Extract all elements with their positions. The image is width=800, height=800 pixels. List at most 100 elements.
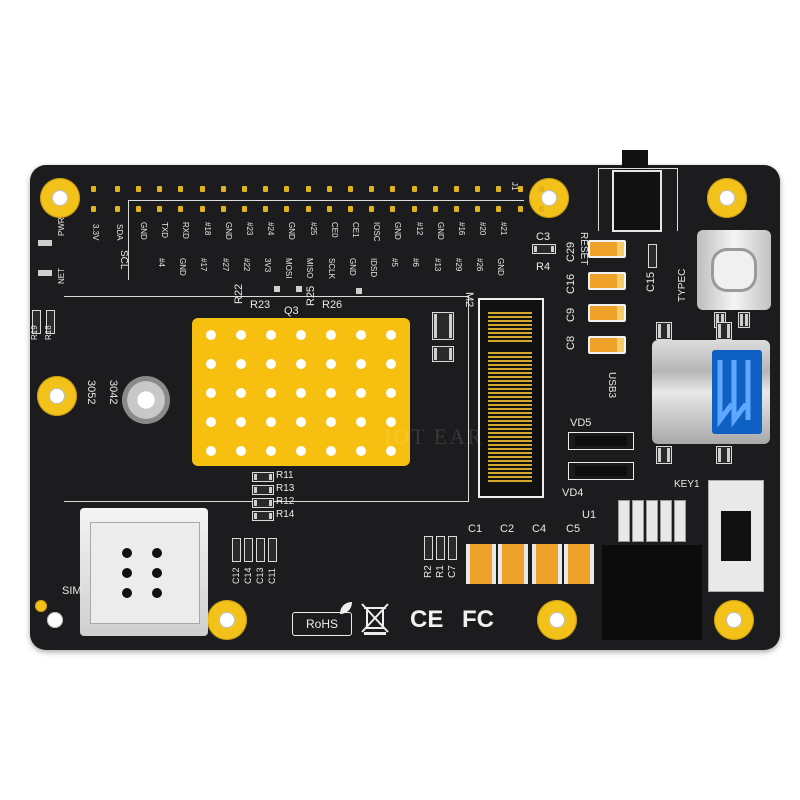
heatsink-dot — [266, 417, 276, 427]
heatsink-dot — [236, 359, 246, 369]
gpio-label: GND — [223, 222, 233, 240]
heatsink-dot — [236, 388, 246, 398]
gpio-label: MOSI — [284, 258, 294, 279]
gpio-pin — [348, 206, 353, 212]
gpio-pin — [326, 186, 332, 192]
aux-pin — [115, 186, 120, 192]
heatsink-dot — [266, 446, 276, 456]
heatsink-dot — [206, 330, 216, 340]
label-reset: RESET — [578, 232, 589, 266]
heatsink-dot — [296, 359, 306, 369]
heatsink-dot — [386, 417, 396, 427]
rohs-logo: RoHS — [292, 612, 352, 636]
label-r19: R19 — [30, 325, 39, 340]
gpio-pin — [390, 186, 396, 192]
gpio-pin — [369, 186, 375, 192]
usb3-tab — [716, 446, 732, 464]
heatsink-dot — [236, 446, 246, 456]
label-r1: R1 — [435, 565, 446, 578]
label-pwr: PWR — [57, 217, 66, 236]
gpio-label: #12 — [414, 222, 424, 236]
cap-c4 — [532, 544, 562, 584]
label-vd5: VD5 — [570, 417, 592, 429]
label-net: NET — [57, 268, 66, 284]
gpio-label: GND — [287, 222, 297, 240]
heatsink-dot — [356, 359, 366, 369]
label-c29: C29 — [565, 241, 577, 262]
gpio-label: IDSD — [369, 258, 378, 278]
mounting-hole-bottom-left — [35, 600, 63, 628]
cap-c15 — [648, 244, 657, 268]
watermark: IOT EAR — [384, 424, 484, 449]
resistor-r2 — [424, 536, 433, 560]
label-r4: R4 — [536, 261, 551, 273]
gpio-label: #6 — [411, 258, 421, 267]
reset-button[interactable] — [612, 170, 662, 232]
label-c2: C2 — [500, 523, 515, 535]
heatsink — [192, 318, 410, 466]
label-sim: SIM — [62, 585, 82, 597]
key1-switch[interactable] — [708, 480, 764, 592]
gpio-label: CE0 — [329, 222, 339, 238]
gpio-label: #24 — [266, 222, 276, 236]
heatsink-dot — [326, 446, 336, 456]
u1-pin — [674, 500, 686, 542]
gpio-pin — [475, 206, 481, 212]
usb-typec-port[interactable] — [697, 230, 771, 310]
sim-card-slot[interactable] — [80, 508, 208, 636]
gpio-pin — [390, 206, 396, 212]
m2-connector[interactable] — [478, 298, 544, 498]
heatsink-dot — [356, 388, 366, 398]
label-c5: C5 — [566, 523, 581, 535]
label-q3: Q3 — [284, 305, 299, 317]
heatsink-dot — [386, 330, 396, 340]
label-c12: C12 — [231, 567, 241, 584]
label-key1: KEY1 — [674, 479, 700, 490]
reset-button-cap[interactable] — [622, 150, 648, 172]
resistor-r13 — [252, 485, 274, 495]
gpio-pin — [348, 186, 353, 192]
gpio-label: GND — [496, 258, 506, 276]
gpio-pin — [136, 206, 141, 212]
gpio-pin — [305, 186, 311, 192]
gpio-label: #26 — [475, 258, 484, 272]
label-c8: C8 — [565, 335, 577, 350]
label-r13: R13 — [276, 483, 295, 494]
aux-pin — [91, 206, 96, 212]
mounting-hole-top-right — [707, 178, 747, 218]
usb3-port[interactable] — [652, 340, 770, 444]
gpio-pin — [284, 186, 290, 192]
mounting-hole-bottom-right — [714, 600, 754, 640]
gpio-label: SCLK — [326, 258, 336, 279]
gpio-pin — [199, 186, 205, 192]
heatsink-dot — [326, 417, 336, 427]
header-outline-left — [128, 200, 129, 280]
cap-c12 — [232, 538, 241, 562]
heatsink-dot — [206, 446, 216, 456]
weee-bin-icon — [361, 603, 389, 635]
heatsink-dot — [326, 388, 336, 398]
gpio-pin — [411, 206, 417, 212]
gpio-pin — [454, 206, 459, 212]
gpio-label: #23 — [245, 222, 254, 236]
u1-connector[interactable] — [602, 545, 702, 640]
label-r25: R25 — [305, 285, 317, 306]
heatsink-dot — [236, 330, 246, 340]
gpio-pin — [369, 206, 375, 212]
u1-pin — [660, 500, 672, 542]
diode-vd5 — [568, 432, 634, 450]
usb-logo-icon — [717, 360, 751, 428]
heatsink-dot — [386, 388, 396, 398]
label-c1: C1 — [468, 523, 483, 535]
heatsink-dot — [206, 417, 216, 427]
q3-pad — [274, 286, 280, 292]
heatsink-dot — [266, 330, 276, 340]
heatsink-dot — [296, 446, 306, 456]
heatsink-dot — [296, 388, 306, 398]
gpio-label: #13 — [432, 258, 442, 272]
gpio-label: #22 — [241, 258, 251, 272]
gpio-label: #27 — [220, 258, 230, 272]
gpio-label: #21 — [499, 222, 509, 236]
u1-pin — [646, 500, 658, 542]
label-typec: TYPEC — [677, 268, 688, 302]
